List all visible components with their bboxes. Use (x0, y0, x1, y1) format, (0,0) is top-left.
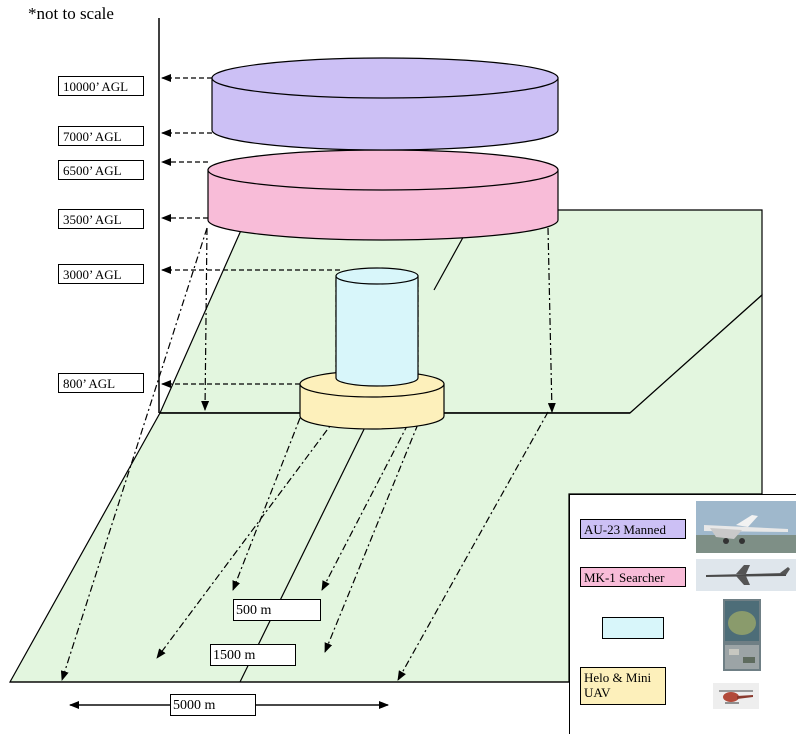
altitude-label-3000: 3000’ AGL (58, 264, 144, 284)
projection-line (60, 227, 208, 681)
legend-swatch-au23: AU-23 Manned (580, 519, 686, 539)
distance-label-5000m: 5000 m (170, 694, 256, 716)
ground-plane (8, 209, 763, 683)
projection-line (156, 417, 337, 659)
legend-label-mk1: MK-1 Searcher (584, 570, 665, 585)
not-to-scale-note: *not to scale (28, 4, 114, 23)
altitude-label-7000: 7000’ AGL (58, 126, 144, 146)
legend-swatch-helo: Helo & Mini UAV (580, 667, 666, 705)
projection-line (547, 227, 556, 413)
projection-line (201, 227, 210, 411)
au23-manned-volume (211, 57, 559, 151)
column-volume (335, 267, 419, 387)
aerial-photo (723, 599, 761, 671)
ground-lane-line-1 (433, 231, 467, 291)
altitude-arrows (161, 74, 340, 388)
altitude-label-3500: 3500’ AGL (58, 209, 144, 229)
distance-label-500m: 500 m (233, 599, 321, 621)
projection-line (232, 417, 301, 591)
projection-line (321, 423, 409, 591)
altitude-label-10000: 10000’ AGL (58, 76, 144, 96)
legend-label-au23: AU-23 Manned (584, 522, 666, 537)
distance-label-1500m: 1500 m (210, 644, 296, 666)
aircraft-photo (696, 501, 796, 553)
legend-swatch-column (602, 617, 664, 639)
helicopter-photo (713, 683, 759, 709)
mk1-searcher-volume (207, 149, 559, 241)
legend-swatch-mk1: MK-1 Searcher (580, 567, 686, 587)
altitude-label-6500: 6500’ AGL (58, 160, 144, 180)
legend-label-helo: Helo & Mini UAV (584, 670, 652, 700)
altitude-label-800: 800’ AGL (58, 373, 144, 393)
projection-line (397, 411, 549, 681)
legend-panel: AU-23 Manned MK-1 Searcher Helo & Mini U… (569, 494, 796, 734)
uav-photo (696, 559, 796, 591)
ground-lane-line-2 (239, 412, 373, 683)
projection-line (324, 423, 419, 653)
